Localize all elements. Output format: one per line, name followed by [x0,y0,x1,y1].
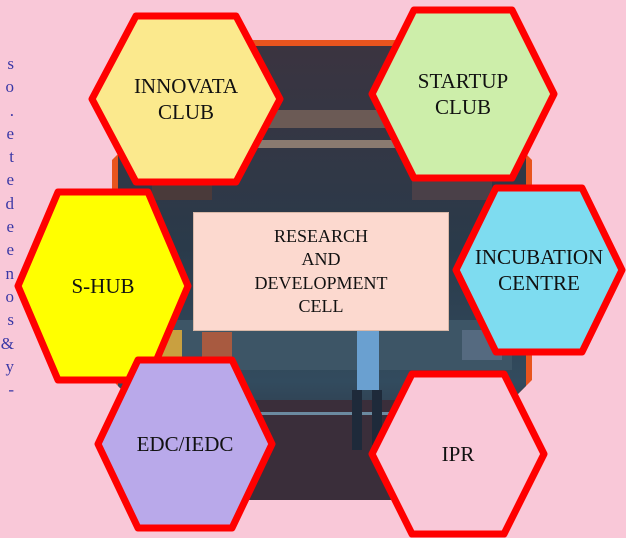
hex-label: EDC/IEDC [136,431,234,456]
hexagon-shape [88,12,284,186]
side-text-char: . [9,100,14,120]
side-text-char: o [5,77,15,97]
hex-label: S-HUB [71,273,135,298]
side-text-char: - [8,380,14,400]
hex-label: INNOVATA CLUB [133,73,239,124]
side-text-char: & [0,333,14,353]
hex-label: STARTUP CLUB [417,68,509,119]
center-box-research-development-cell[interactable]: RESEARCH AND DEVELOPMENT CELL [193,212,449,331]
hexagon-shape [368,370,548,538]
side-text-char: y [5,356,15,376]
side-text-char: d [5,193,15,213]
hex-edc-iedc[interactable]: EDC/IEDC [94,356,276,532]
side-text-char: s [7,54,14,73]
side-text-char: o [5,286,15,306]
hexagon-shape [452,184,626,356]
side-text-char: t [9,147,14,167]
side-text-char: s [7,310,14,330]
hexagon-shape [94,356,276,532]
hex-startup-club[interactable]: STARTUP CLUB [368,6,558,182]
side-text-char: n [5,263,15,283]
hex-innovata-club[interactable]: INNOVATA CLUB [88,12,284,186]
hex-label: INCUBATION CENTRE [474,244,604,295]
hex-ipr[interactable]: IPR [368,370,548,538]
side-text-char: e [6,217,14,237]
side-text-char: e [6,240,14,260]
hex-incubation-centre[interactable]: INCUBATION CENTRE [452,184,626,356]
hex-s-hub[interactable]: S-HUB [14,188,192,384]
hexagon-shape [368,6,558,182]
side-text-char: e [6,170,14,190]
hex-label: IPR [441,441,475,466]
side-text-char: e [6,123,14,143]
